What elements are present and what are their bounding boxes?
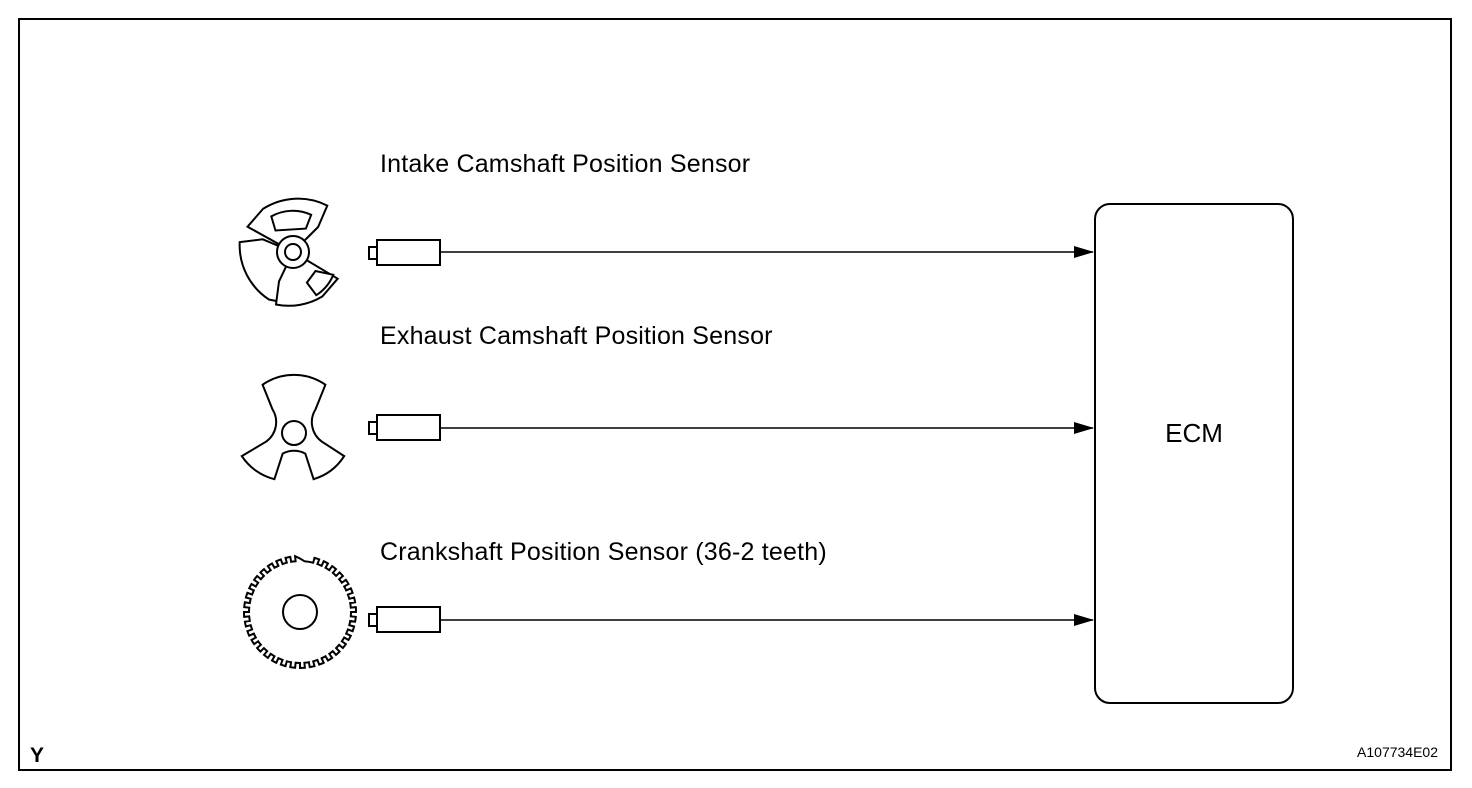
crank-sensor-label: Crankshaft Position Sensor (36-2 teeth) (380, 538, 827, 566)
crank-sensor-connector (368, 606, 441, 633)
exhaust-sensor-label: Exhaust Camshaft Position Sensor (380, 322, 773, 350)
diagram-frame (18, 18, 1452, 771)
figure-id: A107734E02 (1357, 744, 1438, 760)
intake-sensor-connector (368, 239, 441, 266)
ecm-label: ECM (1165, 418, 1223, 448)
intake-cam-rotor-icon (238, 197, 340, 307)
exhaust-cam-rotor-icon (240, 373, 346, 481)
ecm-box: ECM (1094, 203, 1294, 704)
corner-mark: Y (30, 744, 45, 767)
crank-timing-rotor-icon (242, 554, 358, 670)
intake-sensor-label: Intake Camshaft Position Sensor (380, 150, 751, 178)
exhaust-sensor-connector (368, 414, 441, 441)
